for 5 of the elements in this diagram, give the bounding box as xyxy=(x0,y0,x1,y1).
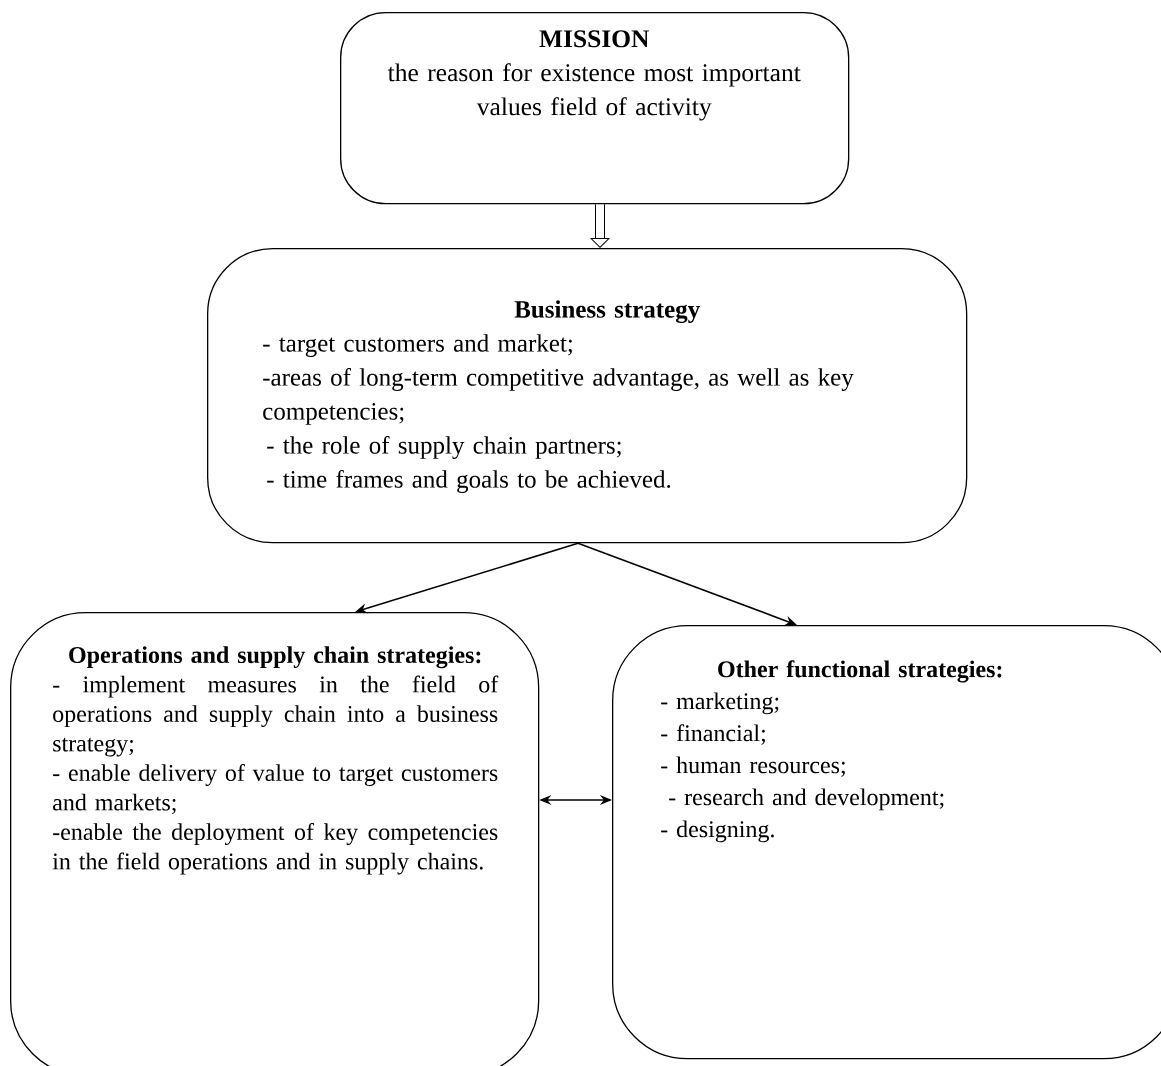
strategy-box: Operations and supply chain strategies: - implement measures in the field of operations and supply chain into a business strategy; - enable delivery of value to target customers and markets; -enable the deployment of key competencies in the field operations and in supply chains. xyxy=(10,612,540,1066)
strategy-box: MISSION the reason for existence most important values field of activity xyxy=(340,12,850,205)
arrow xyxy=(590,204,610,248)
strategy-box: Business strategy - target customers and market; -areas of long-term competitive advantage, as well as key competencies; - the role of supply chain partners; - time frames and goals to be achieved. xyxy=(207,248,968,544)
strategy-box: Other functional strategies: - marketing; - financial; - human resources; - research and development; - designing. xyxy=(612,625,1161,1060)
